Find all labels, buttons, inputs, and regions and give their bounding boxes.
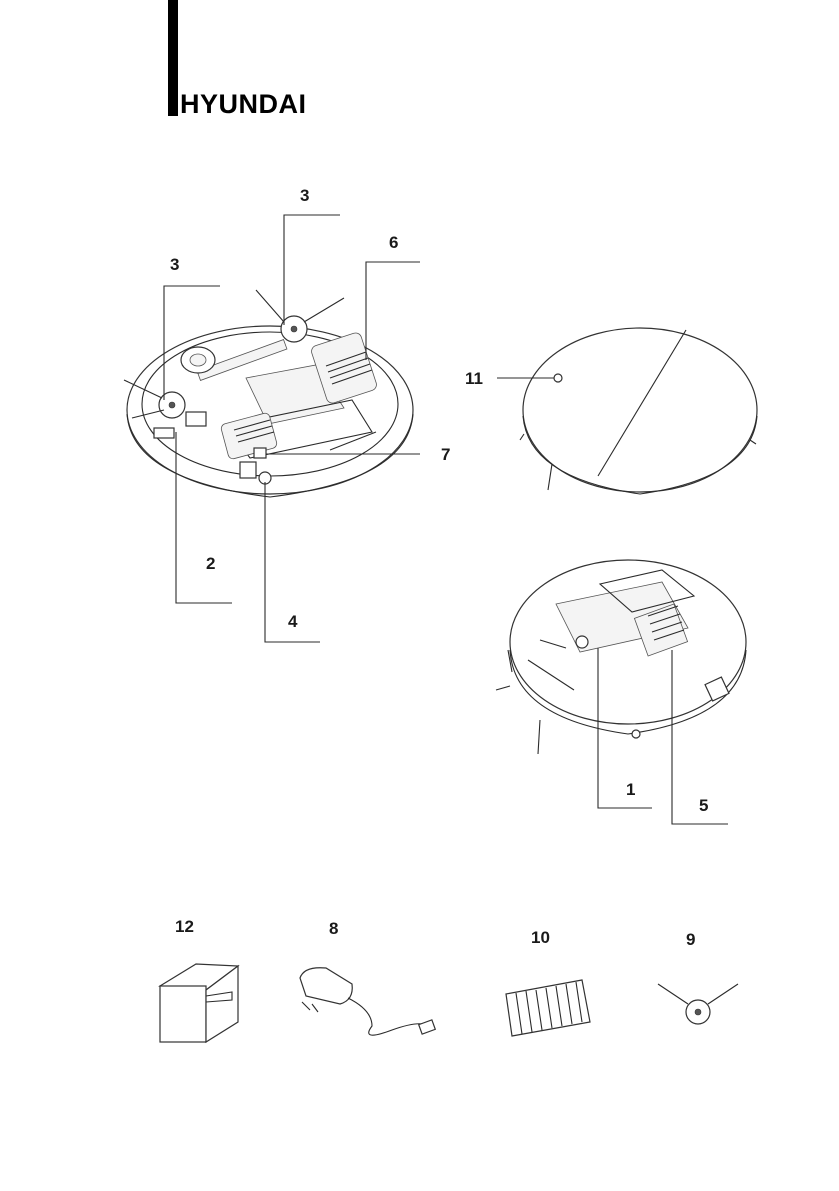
callout-7: 7 <box>441 445 450 465</box>
callout-8: 8 <box>329 919 338 939</box>
side-brush-drawing <box>658 984 738 1024</box>
adapter-drawing <box>300 968 435 1035</box>
callout-2: 2 <box>206 554 215 574</box>
callout-11: 11 <box>465 369 483 389</box>
callout-12: 12 <box>175 917 194 937</box>
callout-6: 6 <box>389 233 398 253</box>
callout-5: 5 <box>699 796 708 816</box>
callout-3-left: 3 <box>170 255 179 275</box>
callout-9: 9 <box>686 930 695 950</box>
callout-10: 10 <box>531 928 550 948</box>
callout-4: 4 <box>288 612 297 632</box>
battery-drawing <box>160 964 238 1042</box>
robot-underside-drawing <box>124 290 413 497</box>
robot-top-drawing <box>497 328 757 494</box>
robot-back-drawing <box>496 560 746 754</box>
callout-3-top: 3 <box>300 186 309 206</box>
filter-drawing <box>506 980 590 1036</box>
callout-1: 1 <box>626 780 635 800</box>
